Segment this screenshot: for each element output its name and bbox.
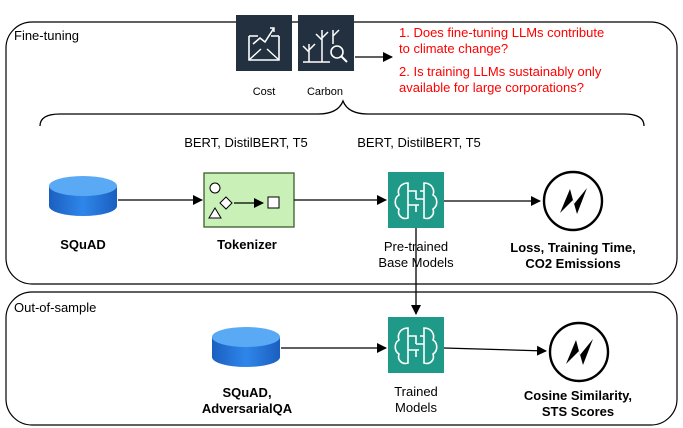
question-line-1: 1. Does fine-tuning LLMs contribute <box>399 25 604 40</box>
carbon-tree-icon <box>298 15 354 71</box>
cosine-label-line-2: STS Scores <box>542 404 614 419</box>
question-line-4: available for large corporations? <box>399 80 584 95</box>
fine-tuning-title: Fine-tuning <box>14 28 79 43</box>
loss-label-line-1: Loss, Training Time, <box>510 240 635 255</box>
eval-data-label-line-2: AdversarialQA <box>202 401 293 416</box>
tokenizer-icon <box>203 172 295 228</box>
out-of-sample-section <box>5 291 678 426</box>
eval-data-label-line-1: SQuAD, <box>222 385 271 400</box>
trained-label-line-2: Models <box>395 400 437 415</box>
question-line-2: to climate change? <box>399 41 508 56</box>
trained-to-cosine-arrow <box>443 345 547 356</box>
squad-label: SQuAD <box>60 237 106 252</box>
tokenizer-label: Tokenizer <box>217 237 277 252</box>
brain-chip-icon <box>388 172 444 228</box>
models-list-left: BERT, DistilBERT, T5 <box>184 135 308 150</box>
question-line-3: 2. Is training LLMs sustainably only <box>399 64 602 79</box>
envelope-chart-icon <box>236 15 292 71</box>
curly-brace <box>39 99 645 127</box>
loss-label-line-2: CO2 Emissions <box>525 256 620 271</box>
lightning-circle-icon <box>548 321 610 383</box>
database-icon <box>49 176 117 216</box>
database-icon <box>212 327 280 367</box>
models-list-right: BERT, DistilBERT, T5 <box>357 135 481 150</box>
trained-label-line-1: Trained <box>394 384 438 399</box>
cosine-label-line-1: Cosine Similarity, <box>524 388 632 403</box>
brain-chip-icon <box>388 317 444 373</box>
research-questions: 1. Does fine-tuning LLMs contribute to c… <box>399 25 604 95</box>
lightning-circle-icon <box>542 170 604 232</box>
cost-label: Cost <box>253 86 276 98</box>
carbon-label: Carbon <box>307 86 343 98</box>
out-of-sample-title: Out-of-sample <box>14 300 96 315</box>
